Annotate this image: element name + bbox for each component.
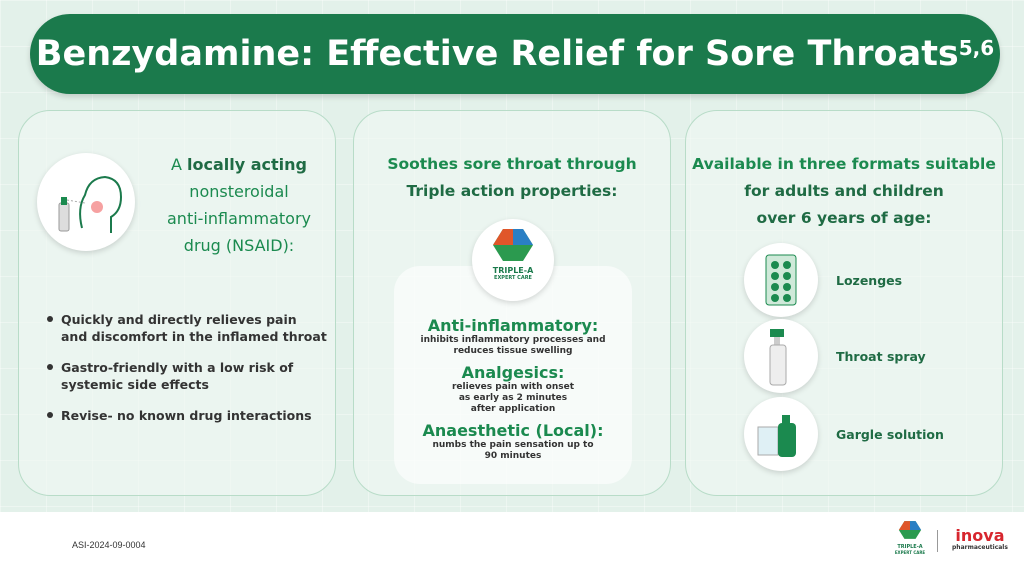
format-label: Throat spray bbox=[836, 349, 926, 364]
brand-subtitle: pharmaceuticals bbox=[952, 544, 1008, 551]
logo-text: TRIPLE-A bbox=[492, 266, 534, 275]
throat-spray-icon bbox=[744, 319, 818, 393]
heading-line: Triple action properties bbox=[406, 182, 612, 200]
benefit-item: Quickly and directly relieves pain and d… bbox=[47, 311, 327, 345]
logo-text: TRIPLE-A bbox=[897, 544, 923, 550]
benefit-item: Gastro-friendly with a low risk of syste… bbox=[47, 359, 327, 393]
benefit-item: Revise- no known drug interactions bbox=[47, 407, 327, 424]
action-title: Analgesics: bbox=[461, 363, 565, 382]
heading-line: Available in three formats suitable bbox=[692, 155, 996, 173]
heading-bold: locally acting bbox=[187, 155, 307, 174]
heading-line: anti-inflammatory bbox=[167, 209, 311, 228]
throat-spray-patient-icon bbox=[37, 153, 135, 251]
action-desc: relieves pain with onset bbox=[451, 382, 574, 392]
logo-subtext: EXPERT CARE bbox=[894, 550, 926, 555]
action-desc: 90 minutes bbox=[484, 451, 542, 461]
benefit-list: Quickly and directly relieves pain and d… bbox=[47, 311, 327, 438]
action-item: Anaesthetic (Local):numbs the pain sensa… bbox=[394, 421, 632, 462]
title-text: Benzydamine: Effective Relief for Sore T… bbox=[35, 34, 959, 74]
heading-a: A bbox=[170, 155, 188, 174]
action-item: Anti-inflammatory:inhibits inflammatory … bbox=[394, 316, 632, 357]
title-reference: 5,6 bbox=[958, 36, 995, 60]
action-desc: reduces tissue swelling bbox=[453, 346, 573, 356]
document-code: ASI-2024-09-0004 bbox=[72, 540, 146, 550]
lozenges-icon bbox=[744, 243, 818, 317]
heading-line: over 6 years of age: bbox=[756, 209, 932, 227]
heading-line: for adults and children bbox=[744, 182, 944, 200]
triple-action-heading: Soothes sore throat through Triple actio… bbox=[354, 151, 670, 205]
action-desc: after application bbox=[470, 404, 556, 414]
footer-triple-a-logo: TRIPLE-A EXPERT CARE bbox=[893, 520, 927, 555]
brand-name: inova bbox=[955, 526, 1005, 545]
action-desc: as early as 2 minutes bbox=[458, 393, 568, 403]
nsaid-card: A locally acting nonsteroidal anti-infla… bbox=[18, 110, 336, 496]
logo-divider bbox=[937, 530, 938, 552]
action-desc: numbs the pain sensation up to bbox=[432, 440, 594, 450]
heading-line: nonsteroidal bbox=[189, 182, 289, 201]
actions-panel: Anti-inflammatory:inhibits inflammatory … bbox=[394, 266, 632, 484]
inova-logo: inova pharmaceuticals bbox=[952, 526, 1008, 552]
hexagon-logo-icon bbox=[898, 521, 922, 539]
triple-action-card: Soothes sore throat through Triple actio… bbox=[353, 110, 671, 496]
action-title: Anaesthetic (Local): bbox=[422, 421, 604, 440]
gargle-solution-icon bbox=[744, 397, 818, 471]
hexagon-logo-icon bbox=[493, 229, 533, 261]
triple-a-logo: TRIPLE-A EXPERT CARE bbox=[472, 219, 554, 301]
formats-heading: Available in three formats suitable for … bbox=[686, 151, 1002, 232]
nsaid-heading: A locally acting nonsteroidal anti-infla… bbox=[149, 151, 329, 259]
action-desc: inhibits inflammatory processes and bbox=[420, 335, 606, 345]
page-title: Benzydamine: Effective Relief for Sore T… bbox=[30, 14, 1000, 94]
action-title: Anti-inflammatory: bbox=[427, 316, 599, 335]
logo-subtext: EXPERT CARE bbox=[494, 275, 532, 281]
format-label: Gargle solution bbox=[836, 427, 944, 442]
heading-line: drug (NSAID): bbox=[183, 236, 295, 255]
heading-line: Soothes sore throat through bbox=[387, 155, 637, 173]
formats-card: Available in three formats suitable for … bbox=[685, 110, 1003, 496]
format-label: Lozenges bbox=[836, 273, 903, 288]
